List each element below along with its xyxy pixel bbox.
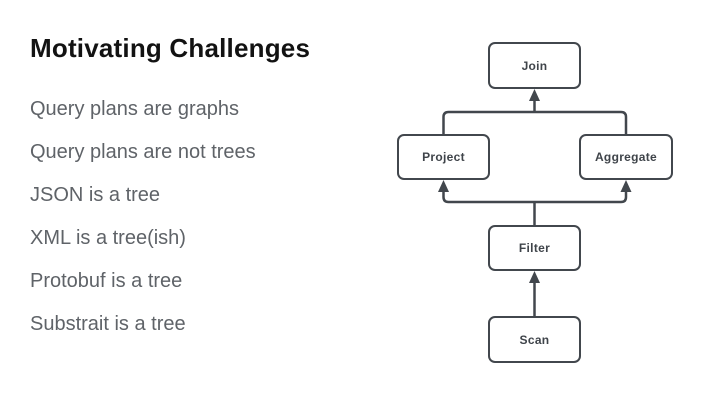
node-label: Aggregate	[594, 150, 658, 164]
arrow-up-into-project-icon	[438, 180, 449, 192]
node-label: Project	[422, 150, 465, 164]
node-label: Join	[521, 58, 548, 73]
bullet-line: Query plans are graphs	[30, 98, 240, 120]
diagram-node-filter: Filter	[488, 225, 581, 271]
diagram-node-project: Project	[397, 134, 490, 180]
bullet-line: Query plans are not trees	[30, 141, 256, 163]
arrow-up-into-aggregate-icon	[620, 180, 632, 192]
bullet-list: Query plans are graphs Query plans are n…	[30, 88, 256, 346]
bullet-line: Protobuf is a tree	[30, 270, 183, 292]
arrow-up-into-join-icon	[529, 89, 540, 101]
diagram-node-scan: Scan	[488, 316, 581, 363]
slide-title: Motivating Challenges	[30, 33, 311, 63]
bullet-line: XML is a tree(ish)	[30, 227, 186, 249]
diagram-node-aggregate: Aggregate	[579, 134, 673, 180]
bullet-line: Substrait is a tree	[30, 313, 186, 335]
node-label: Filter	[518, 241, 551, 255]
bullet-line: JSON is a tree	[30, 184, 161, 206]
diagram-node-join: Join	[488, 42, 581, 89]
diagram-connectors	[438, 89, 632, 316]
node-label: Scan	[519, 332, 550, 347]
query-plan-diagram: Join Project Aggregate Filter Scan	[380, 20, 700, 390]
edge-merge-to-join	[442, 110, 628, 134]
edge-branch-from-filter	[442, 192, 628, 204]
arrow-up-into-filter-icon	[529, 271, 540, 283]
